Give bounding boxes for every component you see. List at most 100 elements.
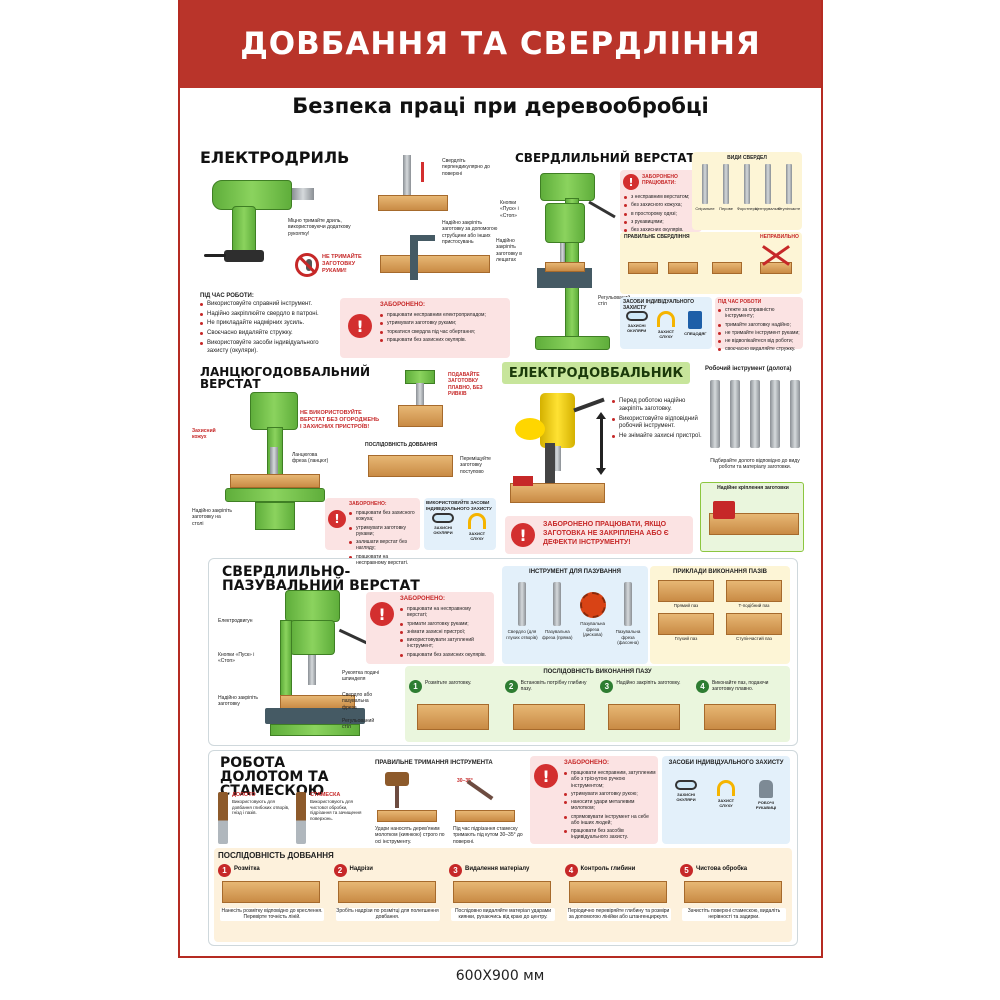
list-item: працювати на несправному верстаті; [400, 606, 492, 619]
drill-bit-icon [744, 164, 750, 204]
step-text: Виконайте паз, подаючи заготовку плавно. [711, 680, 769, 693]
list-item: працювати на несправному верстаті. [349, 554, 419, 567]
list-item: залишати верстат без нагляду; [349, 539, 419, 552]
no-hold-warning: НЕ ТРИМАЙТЕ ЗАГОТОВКУ РУКАМИ! [322, 254, 362, 274]
ppe-label: РОБОЧІ РУКАВИЦІ [755, 800, 777, 810]
step-title: Контроль глибини [580, 866, 636, 872]
list-item: працювати без захисного кожуха; [349, 510, 419, 523]
drill-type-item: Ступінчасте [777, 164, 801, 226]
step-image [417, 704, 489, 730]
step-title: Розмітка [234, 866, 260, 872]
slot-forbidden-list: працювати на несправному верстаті; тримат… [400, 606, 492, 660]
mallet-icon [385, 772, 409, 786]
chisel-icon [218, 792, 228, 844]
drill-type-item: Перове [716, 164, 736, 226]
chisel-work-forbidden-list: працювати несправним, затупленим або з т… [564, 770, 656, 843]
step-desc: Періодично перевіряйте глибину та розмір… [566, 908, 671, 921]
exclamation-icon: ! [623, 174, 639, 190]
list-item: працювати без захисних окулярів. [400, 652, 492, 658]
list-item: утримувати заготовку руками; [380, 320, 505, 326]
list-item: працювати несправним електроприладом; [380, 312, 505, 318]
chisel-work-ppe-box: ЗАСОБИ ІНДИВІДУАЛЬНОГО ЗАХИСТУ ЗАХИСНІ О… [662, 756, 790, 844]
chisel-tools-row [710, 380, 800, 448]
step-desc: Зачистіть поверхні стамескою, видаліть н… [682, 908, 786, 921]
ppe-label: СПЕЦОДЯГ [684, 331, 707, 336]
ear-muffs-icon [656, 311, 675, 327]
drill-bit-icon [786, 164, 792, 204]
chain-label-cutter: Ланцюгова фреза (ланцюг) [292, 452, 329, 465]
list-item: використовувати затуплений інструмент; [400, 637, 492, 650]
step-image [684, 881, 782, 903]
drill-forbidden-list: працювати несправним електроприладом; утр… [380, 312, 505, 345]
slot-machine-illustration [260, 590, 370, 740]
ppe-label: ЗАХИСНІ ОКУЛЯРИ [627, 323, 647, 333]
step-desc: Нанесіть розмітку відповідно до кресленн… [220, 908, 324, 921]
step-image [453, 881, 551, 903]
slot-tool-label: Свердло (для глухих отворів) [506, 629, 538, 640]
step-text: Надійно закріпіть заготовку. [616, 680, 681, 686]
drill-press-ppe-row: ЗАХИСНІ ОКУЛЯРИ ЗАХИСТ СЛУХУ СПЕЦОДЯГ [622, 311, 710, 339]
drill-press-forbidden-list: з несправним верстатом;без захисного кож… [624, 194, 700, 235]
slot-example-image [658, 580, 714, 602]
list-item: спрямовувати інструмент на себе або інши… [564, 814, 656, 827]
electrodrill-illustration [202, 172, 314, 267]
step-image [512, 704, 585, 730]
step-image [568, 881, 667, 903]
exclamation-icon: ! [511, 523, 535, 547]
list-item: не тримайте інструмент руками; [718, 330, 802, 336]
drill-press-label-vise: Надійно закріпіть заготовку в лещатах [496, 238, 522, 263]
drill-press-forbidden-box: ! ЗАБОРОНЕНО ПРАЦЮВАТИ: з несправним вер… [620, 170, 702, 235]
slot-tool-item: Пазувальна фреза (фасонна) [612, 582, 644, 662]
cutter-bit-icon [623, 582, 632, 626]
slot-tools-row: Свердло (для глухих отворів)Пазувальна ф… [506, 582, 644, 662]
drill-perpendicular-illustration [373, 150, 493, 222]
step-text: Встановіть потрібну глибину пазу. [520, 680, 587, 693]
step-title: Видалення матеріалу [465, 866, 530, 872]
list-item: стежте за справністю інструменту; [718, 307, 802, 320]
list-item: утримувати заготовку рукою; [564, 791, 656, 797]
chain-feed-illustration [390, 365, 460, 435]
slot-example-label: Глухий паз [674, 635, 698, 641]
chisel-holding-box: ПРАВИЛЬНЕ ТРИМАННЯ ІНСТРУМЕНТА 30–35° Уд… [375, 760, 525, 850]
cutter-bit-icon [518, 582, 526, 626]
drill-type-label: Спіральне [695, 206, 715, 211]
drill-type-label: Ступінчасте [777, 206, 801, 211]
drill-bit-icon [765, 164, 771, 204]
holding-note-angle: Під час підрізання стамеску тримають під… [453, 826, 523, 845]
slot-tool-item: Пазувальна фреза (дискова) [577, 582, 609, 662]
step-text: Розмітьте заготовку. [425, 680, 472, 686]
slot-label-buttons: Кнопки «Пуск» і «Стоп» [218, 652, 255, 665]
ppe-label: ЗАХИСТ СЛУХУ [468, 531, 486, 541]
list-item: тримати заготовку руками; [400, 621, 492, 627]
hand-tool-desc: Використовують для довбання глибоких отв… [232, 798, 290, 816]
slot-label-table: Регульований стіл [342, 718, 375, 731]
drill-types-title: ВИДИ СВЕРДЕЛ [727, 155, 767, 161]
list-item: торкатися свердла під час обертання; [380, 329, 505, 335]
ppe-item: РОБОЧІ РУКАВИЦІ [753, 780, 779, 810]
ear-muffs-icon [717, 780, 735, 796]
chisel-bit-icon [770, 380, 780, 448]
chisel-forbidden-text: ЗАБОРОНЕНО ПРАЦЮВАТИ, ЯКЩО ЗАГОТОВКА НЕ … [543, 521, 669, 547]
list-item: Своєчасно видаляйте стружку. [200, 330, 340, 338]
drill-press-forbidden-title: ЗАБОРОНЕНО ПРАЦЮВАТИ: [642, 174, 678, 187]
chain-ppe-row: ЗАХИСНІ ОКУЛЯРИ ЗАХИСТ СЛУХУ [426, 513, 494, 541]
list-item: Надійно закріплюйте свердло в патроні. [200, 311, 340, 319]
hand-tool-name: СТАМЕСКА [310, 792, 341, 798]
ppe-item: ЗАХИСНІ ОКУЛЯРИ [430, 513, 456, 541]
chain-mortiser-title: ЛАНЦЮГОДОВБАЛЬНИЙ ВЕРСТАТ [200, 365, 371, 391]
list-item: Використовуйте засоби індивідуального за… [200, 340, 340, 356]
drill-work-list: Використовуйте справний інструмент.Надій… [200, 301, 340, 356]
drill-forbidden-box: ! ЗАБОРОНЕНО: працювати несправним елект… [340, 298, 510, 358]
drill-press-label-buttons: Кнопки «Пуск» і «Стоп» [500, 200, 519, 219]
slot-tool-item: Пазувальна фреза (пряма) [541, 582, 573, 662]
ppe-label: ЗАХИСТ СЛУХУ [657, 329, 675, 339]
